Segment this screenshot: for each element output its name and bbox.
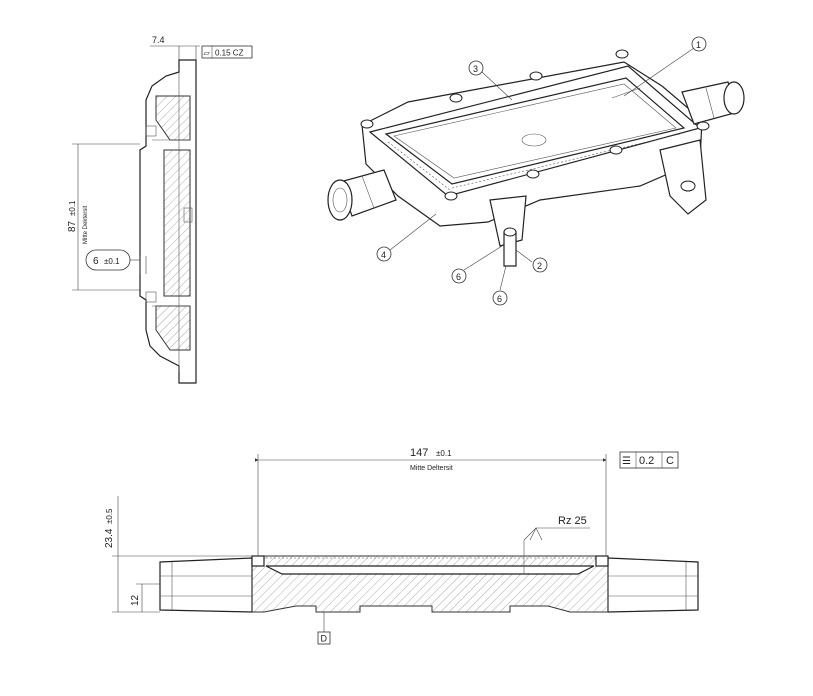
iso-callout-4: 4 — [381, 250, 386, 260]
iso-callout-6a: 6 — [456, 272, 461, 282]
side-flatness-symbol: ▱ — [204, 49, 211, 58]
section-length-tol: ±0.1 — [436, 449, 452, 458]
side-height-note: Mitte Dektersit — [83, 205, 89, 244]
iso-bolts — [360, 49, 710, 201]
side-view: 7.4 ▱ 0.15 CZ 87 ±0.1 Mitte Dektersit 6 … — [67, 35, 253, 384]
section-body-hatch — [251, 555, 609, 613]
iso-left-nozzle — [327, 169, 397, 221]
section-length-note: Mitte Deltersit — [410, 465, 453, 472]
side-section-hatch — [163, 149, 191, 297]
iso-callout-3: 3 — [473, 64, 478, 74]
side-height-value: 87 — [67, 220, 78, 232]
section-profile-value: 0.2 — [639, 455, 654, 467]
side-thick-tol: ±0.1 — [104, 257, 120, 266]
section-roughness: Rz 25 — [558, 515, 587, 527]
iso-callout-6b: 6 — [497, 294, 502, 304]
side-thick-value: 6 — [93, 256, 99, 267]
iso-flange-inner — [384, 77, 686, 185]
iso-callout-1: 1 — [696, 40, 701, 50]
side-height-tol: ±0.1 — [68, 200, 77, 216]
section-datum: D — [321, 634, 328, 644]
iso-view: 1 3 4 6 2 6 — [327, 36, 745, 306]
section-small-dim: 12 — [130, 594, 141, 606]
iso-right-nozzle — [681, 81, 745, 125]
section-profile-symbol: ☰ — [622, 456, 631, 467]
section-height-tol: ±0.5 — [105, 508, 114, 524]
side-flatness-value: 0.15 CZ — [215, 49, 244, 58]
section-length-value: 147 — [410, 447, 428, 459]
section-view: 147 ±0.1 Mitte Deltersit ☰ 0.2 C Rz 25 2… — [104, 447, 699, 645]
section-profile-datum: C — [666, 455, 674, 467]
iso-callout-2: 2 — [537, 261, 542, 271]
side-dim-top: 7.4 — [152, 35, 165, 45]
section-height-value: 23.4 — [104, 528, 115, 548]
